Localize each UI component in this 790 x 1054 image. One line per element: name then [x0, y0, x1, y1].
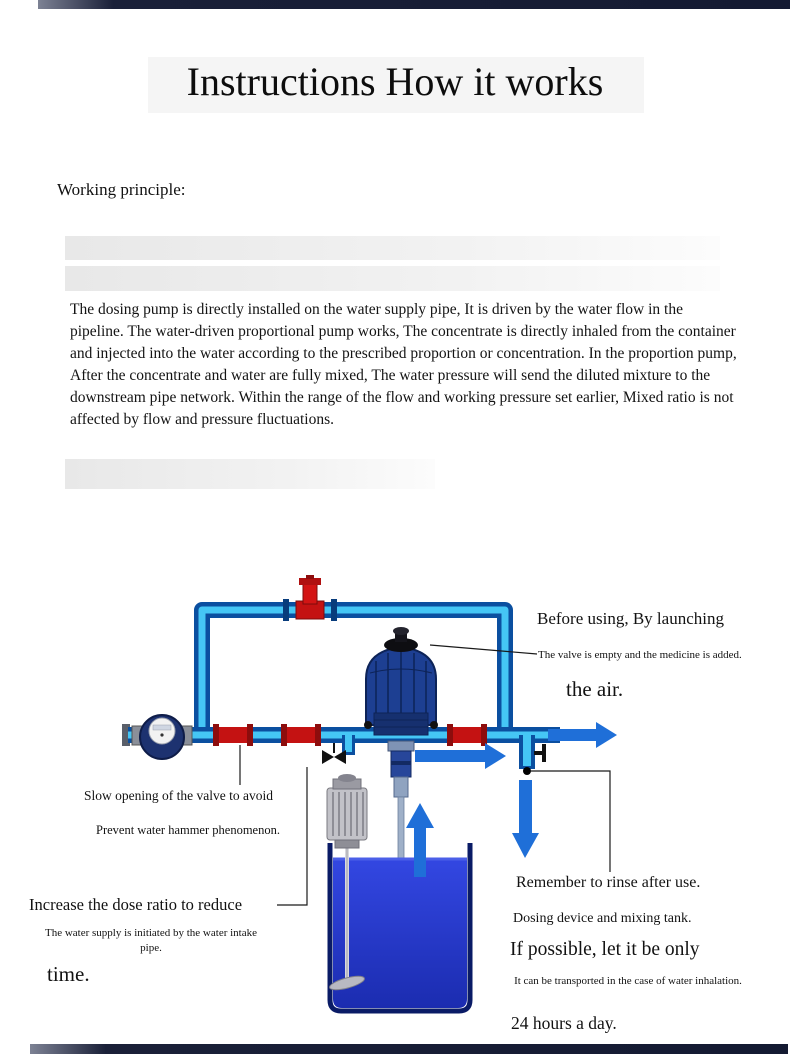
faded-text-block-1: [65, 236, 720, 260]
dosing-pump: [364, 627, 438, 868]
working-principle-label: Working principle:: [57, 180, 186, 199]
flow-arrow-right-inner: [415, 743, 506, 769]
annotation-remember-rinse: Remember to rinse after use.: [516, 874, 701, 891]
mixer-motor: [326, 774, 368, 991]
top-divider-bar: [38, 0, 790, 9]
annotation-valve-empty: The valve is empty and the medicine is a…: [538, 649, 742, 661]
red-valve-section-right: [447, 724, 487, 746]
annotation-before-using: Before using, By launching: [537, 609, 724, 628]
faded-text-block-3: [65, 459, 435, 489]
annotation-dosing-device: Dosing device and mixing tank.: [513, 911, 692, 926]
top-red-valve: [295, 575, 325, 620]
annotation-time: time.: [47, 962, 90, 986]
mixing-tank: [327, 843, 473, 1014]
annotation-slow-opening: Slow opening of the valve to avoid: [84, 788, 273, 803]
bypass-pipe-loop: [194, 599, 513, 737]
faded-text-block-2: [65, 266, 720, 291]
flow-arrow-up: [406, 803, 434, 877]
piping-diagram: [122, 575, 617, 1014]
title-backdrop: [148, 57, 644, 113]
annotation-prevent-hammer: Prevent water hammer phenomenon.: [96, 823, 280, 837]
annotation-water-supply: The water supply is initiated by the wat…: [45, 927, 257, 954]
page-title: Instructions How it works: [186, 59, 604, 104]
annotation-increase-dose: Increase the dose ratio to reduce: [29, 895, 243, 914]
flow-arrow-right-outlet: [548, 722, 617, 748]
annotation-if-possible: If possible, let it be only: [510, 939, 700, 960]
red-valve-section-mid: [281, 724, 321, 746]
flow-arrow-down: [512, 780, 539, 858]
description-paragraph: The dosing pump is directly installed on…: [70, 301, 737, 428]
drain-valve: [322, 735, 355, 764]
red-valve-section-left: [213, 724, 253, 746]
callout-lines: [239, 644, 611, 906]
water-meter: [131, 714, 193, 760]
annotation-transported: It can be transported in the case of wat…: [514, 975, 742, 987]
bottom-divider-bar: [30, 1044, 788, 1054]
outlet-tee-valve: [519, 735, 546, 775]
annotation-the-air: the air.: [566, 677, 624, 701]
annotation-24-hours: 24 hours a day.: [511, 1013, 617, 1033]
